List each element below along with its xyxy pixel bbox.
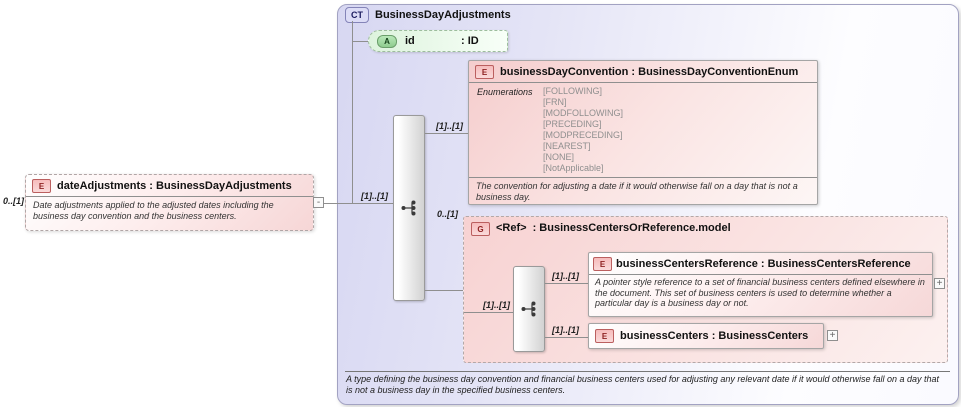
- connector-line: [545, 337, 588, 338]
- cardinality-label: [1]..[1]: [361, 191, 388, 201]
- cardinality-label: [1]..[1]: [552, 325, 579, 335]
- complex-type-badge: CT: [345, 7, 369, 23]
- enumerations-section: Enumerations [FOLLOWING] [FRN] [MODFOLLO…: [469, 83, 817, 178]
- business-centers-element-box[interactable]: E businessCenters : BusinessCenters: [588, 323, 824, 349]
- attribute-badge: A: [377, 34, 397, 48]
- business-day-convention-element-box[interactable]: E businessDayConvention : BusinessDayCon…: [468, 60, 818, 205]
- element-title-row: E businessCenters : BusinessCenters: [589, 324, 823, 346]
- group-type: : BusinessCentersOrReference.model: [532, 222, 731, 234]
- element-badge: E: [475, 65, 494, 79]
- connector-line: [352, 21, 353, 203]
- cardinality-label: [1]..[1]: [483, 300, 510, 310]
- sequence-icon: [521, 301, 536, 317]
- divider: [345, 371, 950, 372]
- element-badge: E: [593, 257, 612, 271]
- connector-line: [352, 41, 368, 42]
- enumeration-value: [FRN]: [543, 97, 567, 107]
- expand-button[interactable]: +: [934, 278, 945, 289]
- expand-button[interactable]: +: [827, 330, 838, 341]
- group-name: <Ref>: [496, 222, 527, 234]
- sequence-connector[interactable]: [393, 115, 425, 301]
- cardinality-label: 0..[1]: [3, 196, 25, 206]
- connector-line: [545, 283, 588, 284]
- collapse-button[interactable]: -: [313, 197, 324, 208]
- enumeration-value: [FOLLOWING]: [543, 86, 603, 96]
- enumeration-value: [MODFOLLOWING]: [543, 108, 624, 118]
- business-centers-reference-element-box[interactable]: E businessCentersReference : BusinessCen…: [588, 252, 933, 317]
- complex-type-name: BusinessDayAdjustments: [375, 9, 511, 21]
- enumeration-values: [FOLLOWING] [FRN] [MODFOLLOWING] [PRECED…: [543, 86, 623, 174]
- group-title-row: G <Ref> : BusinessCentersOrReference.mod…: [471, 222, 738, 236]
- complex-type-description: A type defining the business day convent…: [346, 374, 940, 395]
- cardinality-label: [1]..[1]: [552, 271, 579, 281]
- element-title: businessCenters : BusinessCenters: [620, 330, 809, 342]
- element-title: businessDayConvention : BusinessDayConve…: [500, 66, 799, 78]
- connector-line: [425, 290, 463, 291]
- attribute-type: : ID: [461, 35, 479, 47]
- element-title: dateAdjustments : BusinessDayAdjustments: [57, 180, 292, 192]
- complex-type-title: CT BusinessDayAdjustments: [345, 7, 511, 23]
- element-description: A pointer style reference to a set of fi…: [595, 277, 925, 308]
- element-badge: E: [32, 179, 51, 193]
- cardinality-label: [1]..[1]: [436, 121, 463, 131]
- element-description: Date adjustments applied to the adjusted…: [33, 200, 274, 221]
- date-adjustments-element-box[interactable]: E dateAdjustments : BusinessDayAdjustmen…: [25, 174, 314, 231]
- connector-line: [324, 203, 393, 204]
- enumeration-value: [NONE]: [543, 152, 575, 162]
- connector-line: [425, 133, 468, 134]
- element-title: businessCentersReference : BusinessCente…: [616, 258, 911, 270]
- element-title-row: E businessDayConvention : BusinessDayCon…: [469, 61, 817, 83]
- connector-line: [464, 312, 513, 313]
- cardinality-label: 0..[1]: [437, 209, 459, 219]
- enumeration-value: [NEAREST]: [543, 141, 591, 151]
- element-title-row: E dateAdjustments : BusinessDayAdjustmen…: [26, 175, 313, 197]
- attribute-name: id: [405, 35, 415, 47]
- element-badge: E: [595, 329, 614, 343]
- sequence-connector[interactable]: [513, 266, 545, 352]
- group-badge: G: [471, 222, 490, 236]
- sequence-icon: [401, 200, 416, 216]
- attribute-id-box[interactable]: A id : ID: [368, 30, 508, 52]
- enumeration-value: [PRECEDING]: [543, 119, 602, 129]
- element-title-row: E businessCentersReference : BusinessCen…: [589, 253, 932, 275]
- enumerations-label: Enumerations: [477, 87, 533, 97]
- enumeration-value: [MODPRECEDING]: [543, 130, 623, 140]
- element-description: The convention for adjusting a date if i…: [476, 181, 798, 202]
- enumeration-value: [NotApplicable]: [543, 163, 604, 173]
